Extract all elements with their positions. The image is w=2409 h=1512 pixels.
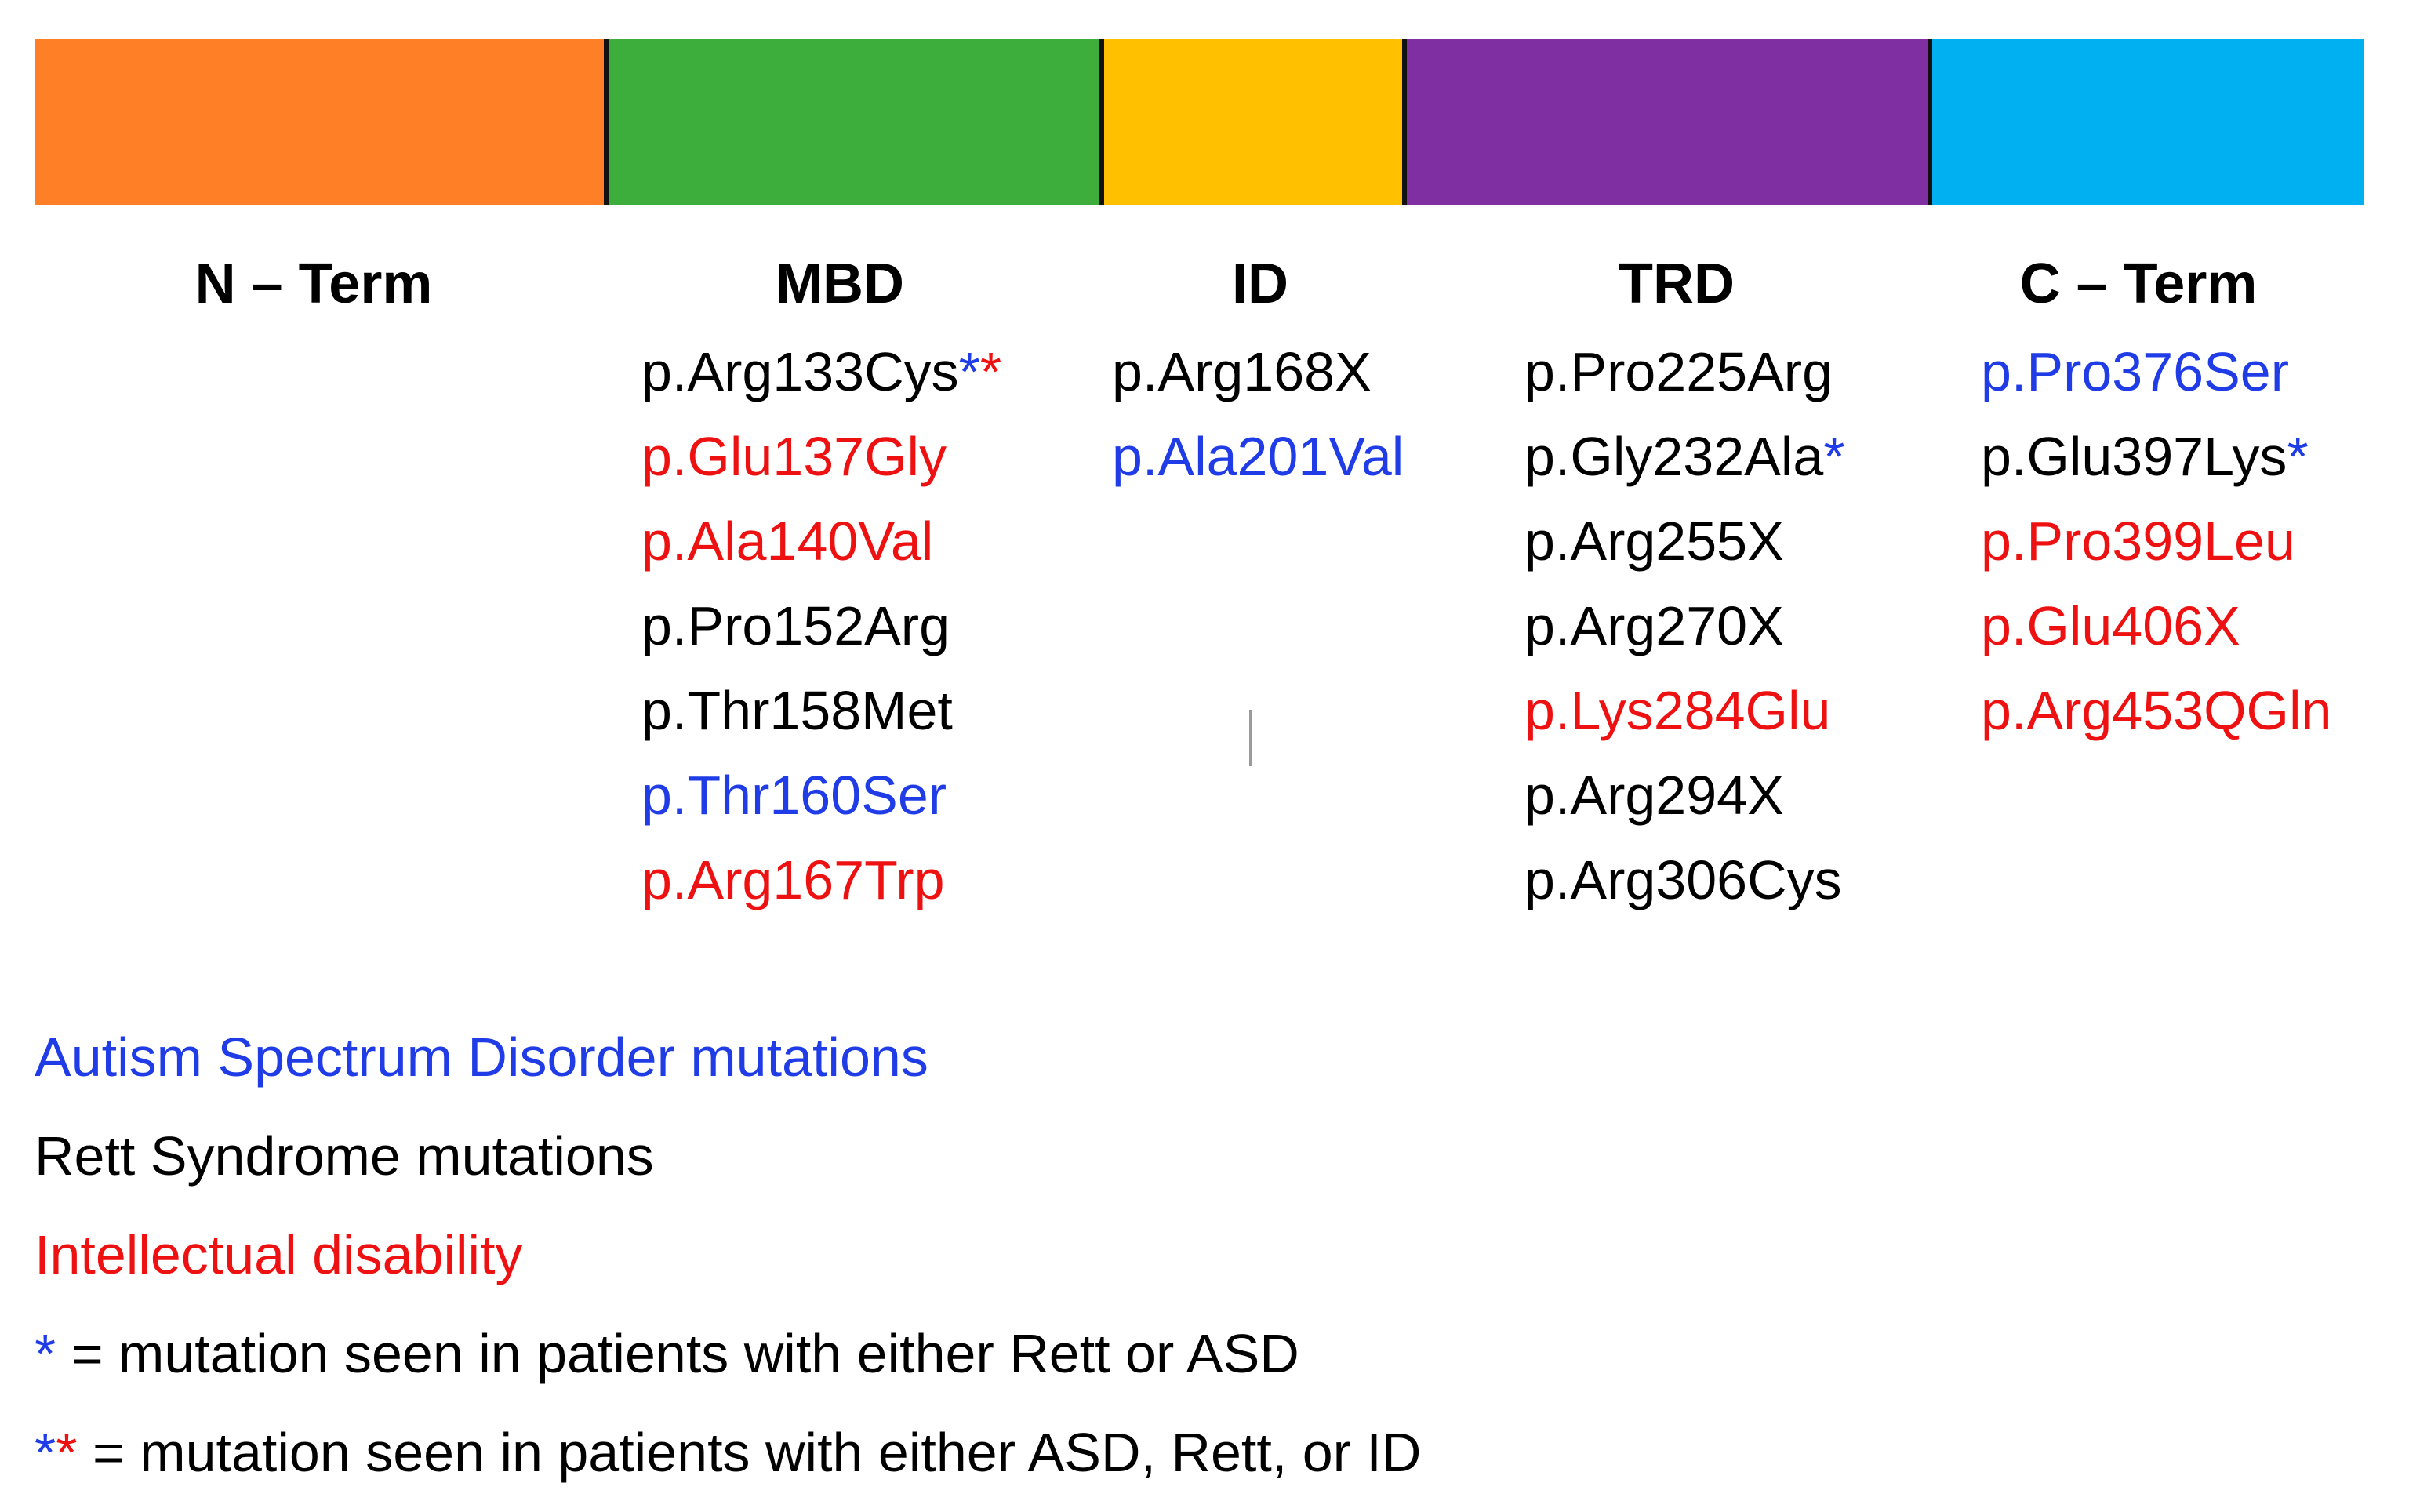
mutation-label: p.Arg167Trp (641, 849, 945, 910)
c-term-title: C – Term (2019, 253, 2258, 315)
mutation-item: p.Pro152Arg (641, 583, 1001, 668)
trd-mutation-list: p.Pro225Arg p.Gly232Ala* p.Arg255X p.Arg270… (1524, 329, 1845, 922)
c-term-mutation-list: p.Pro376Ser p.Glu397Lys* p.Pro399Leu p.Glu4… (1981, 329, 2331, 753)
mutation-label: p.Arg270X (1524, 595, 1784, 656)
mutation-item: p.Glu397Lys* (1981, 414, 2331, 499)
mutation-item: p.Arg255X (1524, 499, 1845, 583)
mutation-item: p.Glu137Gly (641, 414, 1001, 499)
mutation-label: p.Arg294X (1524, 765, 1784, 826)
stray-line-mark (1249, 710, 1252, 766)
red-star-marker: * (56, 1422, 78, 1483)
mutation-item: p.Arg453QGln (1981, 668, 2331, 753)
legend-intellectual-disability: Intellectual disability (35, 1224, 523, 1285)
mutation-label: p.Pro399Leu (1981, 511, 2295, 572)
blue-star-marker: * (35, 1323, 56, 1384)
mutation-item: p.Arg133Cys** (641, 329, 1001, 414)
legend-asd: Autism Spectrum Disorder mutations (35, 1027, 928, 1088)
trd-segment (1402, 39, 1928, 205)
mutation-label: p.Pro152Arg (641, 595, 950, 656)
mutation-label: p.Lys284Glu (1524, 680, 1831, 741)
mutation-label: p.Arg255X (1524, 511, 1784, 572)
mutation-item: p.Arg270X (1524, 583, 1845, 668)
mutation-label: p.Thr158Met (641, 680, 953, 741)
mutation-label: p.Pro225Arg (1524, 341, 1833, 402)
protein-domain-bar (35, 39, 2364, 205)
id-segment (1099, 39, 1402, 205)
legend: Autism Spectrum Disorder mutations Rett … (35, 1008, 1421, 1502)
legend-single-star-text: = mutation seen in patients with either … (56, 1323, 1299, 1384)
legend-double-star-text: = mutation seen in patients with either … (77, 1422, 1422, 1483)
mutation-label: p.Gly232Ala (1524, 426, 1824, 487)
mutation-item: p.Glu406X (1981, 583, 2331, 668)
mutation-label: p.Arg133Cys (641, 341, 959, 402)
n-term-segment (35, 39, 604, 205)
legend-rett: Rett Syndrome mutations (35, 1125, 654, 1187)
mbd-segment (604, 39, 1099, 205)
mutation-label: p.Arg453QGln (1981, 680, 2332, 741)
mutation-label: p.Arg168X (1112, 341, 1372, 402)
mutation-item: p.Pro225Arg (1524, 329, 1845, 414)
mutation-item: p.Lys284Glu (1524, 668, 1845, 753)
legend-single-star: * = mutation seen in patients with eithe… (35, 1304, 1421, 1403)
mutation-item: p.Thr158Met (641, 668, 1001, 753)
mutation-marker: ** (958, 341, 1002, 402)
mutation-item: p.Ala201Val (1112, 414, 1404, 499)
mutation-label: p.Glu406X (1981, 595, 2240, 656)
legend-double-star: ** = mutation seen in patients with eith… (35, 1403, 1421, 1502)
mutation-item: p.Pro399Leu (1981, 499, 2331, 583)
trd-title: TRD (1619, 253, 1735, 315)
mutation-item: p.Pro376Ser (1981, 329, 2331, 414)
mutation-label: p.Thr160Ser (641, 765, 947, 826)
mutation-item: p.Arg168X (1112, 329, 1404, 414)
id-mutation-list: p.Arg168X p.Ala201Val (1112, 329, 1404, 499)
mutation-item: p.Thr160Ser (641, 753, 1001, 838)
mutation-label: p.Pro376Ser (1981, 341, 2290, 402)
mutation-item: p.Arg294X (1524, 753, 1845, 838)
c-term-segment (1928, 39, 2364, 205)
mutation-label: p.Ala201Val (1112, 426, 1404, 487)
mutation-label: p.Glu137Gly (641, 426, 947, 487)
mutation-label: p.Arg306Cys (1524, 849, 1842, 910)
n-term-title: N – Term (194, 253, 433, 315)
mutation-item: p.Arg306Cys (1524, 838, 1845, 922)
id-title: ID (1232, 253, 1288, 315)
blue-star-marker: * (35, 1422, 56, 1483)
mutation-item: p.Ala140Val (641, 499, 1001, 583)
mutation-item: p.Gly232Ala* (1524, 414, 1845, 499)
mbd-title: MBD (776, 253, 904, 315)
mutation-label: p.Glu397Lys (1981, 426, 2287, 487)
mutation-label: p.Ala140Val (641, 511, 934, 572)
mutation-marker: * (1823, 426, 1845, 487)
mutation-marker: * (2287, 426, 2309, 487)
mutation-item: p.Arg167Trp (641, 838, 1001, 922)
